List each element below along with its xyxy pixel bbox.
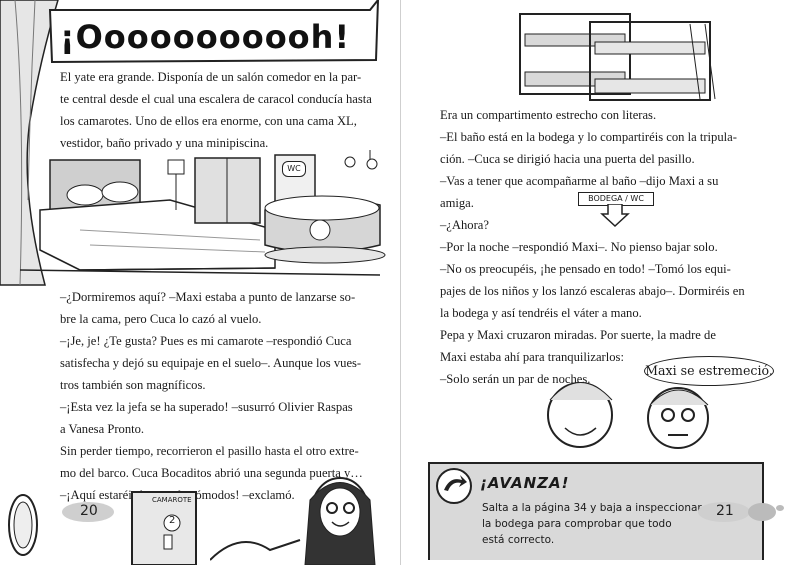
text-line: mo del barco. Cuca Bocaditos abrió una s… — [60, 466, 363, 480]
text-line: –Vas a tener que acompañarme al baño –di… — [440, 174, 719, 188]
porthole-icon — [8, 494, 38, 556]
text-line: a Vanesa Pronto. — [60, 422, 145, 436]
left-top-text: El yate era grande. Disponía de un salón… — [60, 66, 378, 154]
avanza-line: la bodega para comprobar que todo — [482, 518, 672, 530]
text-line: –¡Je, je! ¿Te gusta? Pues es mi camarote… — [60, 334, 352, 348]
children-illustration — [547, 382, 709, 449]
text-line: –Solo serán un par de noches. — [440, 372, 591, 386]
page-number-oval — [698, 502, 750, 522]
text-line: –¿Dormiremos aquí? –Maxi estaba a punto … — [60, 290, 356, 304]
text-line: –No os preocupéis, ¡he pensado en todo! … — [440, 262, 731, 276]
footprint-icon — [748, 503, 784, 521]
text-line: –¿Ahora? — [440, 218, 489, 232]
right-top-text: Era un compartimento estrecho con litera… — [440, 104, 760, 390]
avanza-line: está correcto. — [482, 534, 555, 546]
page-number: 21 — [716, 503, 734, 519]
page-number: 20 — [80, 503, 98, 519]
right-page: Era un compartimento estrecho con litera… — [400, 0, 800, 565]
text-line: –¡Esta vez la jefa se ha superado! –susu… — [60, 400, 353, 414]
speech-bubble: Maxi se estremeció. — [644, 356, 774, 386]
door-sign: CAMAROTE — [152, 496, 192, 504]
text-line: Pepa y Maxi cruzaron miradas. Por suerte… — [440, 328, 716, 342]
text-line: El yate era grande. Disponía de un salón… — [60, 70, 362, 84]
text-line: los camarotes. Uno de ellos era enorme, … — [60, 114, 357, 128]
left-page: ¡Ooooooooooh! El yate era grande. Dispon… — [0, 0, 401, 565]
chapter-title: ¡Ooooooooooh! — [60, 18, 351, 56]
bunk-beds-illustration — [519, 13, 716, 101]
text-line: Maxi estaba ahí para tranquilizarlos: — [440, 350, 624, 364]
curtain-illustration — [0, 0, 59, 286]
text-line: te central desde el cual una escalera de… — [60, 92, 372, 106]
text-line: pajes de los niños y los lanzó escaleras… — [440, 284, 745, 298]
down-arrow-icon — [600, 204, 630, 228]
text-line: satisfecha y dejó su equipaje en el suel… — [60, 356, 362, 370]
wc-sign: WC — [282, 161, 306, 177]
text-line: Sin perder tiempo, recorrieron el pasill… — [60, 444, 359, 458]
text-line: bre la cama, pero Cuca lo cazó al vuelo. — [60, 312, 262, 326]
cuca-character-illustration — [210, 477, 376, 565]
cabin-door-illustration — [131, 491, 197, 565]
title-frame — [48, 0, 380, 64]
cabin-illustration — [20, 150, 386, 276]
door-number: 2 — [169, 515, 176, 526]
text-line: –Por la noche –respondió Maxi–. No piens… — [440, 240, 718, 254]
avanza-line: Salta a la página 34 y baja a inspeccion… — [482, 502, 702, 514]
text-line: vestidor, baño privado y una minipiscina… — [60, 136, 269, 150]
avanza-text: Salta a la página 34 y baja a inspeccion… — [482, 500, 742, 548]
page-number-oval — [62, 502, 114, 522]
text-line: ción. –Cuca se dirigió hacia una puerta … — [440, 152, 695, 166]
left-bottom-text: –¿Dormiremos aquí? –Maxi estaba a punto … — [60, 286, 378, 506]
text-line: Era un compartimento estrecho con litera… — [440, 108, 657, 122]
text-line: tros también son magníficos. — [60, 378, 206, 392]
text-line: –El baño está en la bodega y lo comparti… — [440, 130, 737, 144]
text-line: amiga. — [440, 196, 474, 210]
avanza-title: ¡AVANZA! — [480, 474, 570, 492]
text-line: la bodega y así tendréis el váter a mano… — [440, 306, 642, 320]
arrow-circle-icon — [436, 468, 472, 504]
